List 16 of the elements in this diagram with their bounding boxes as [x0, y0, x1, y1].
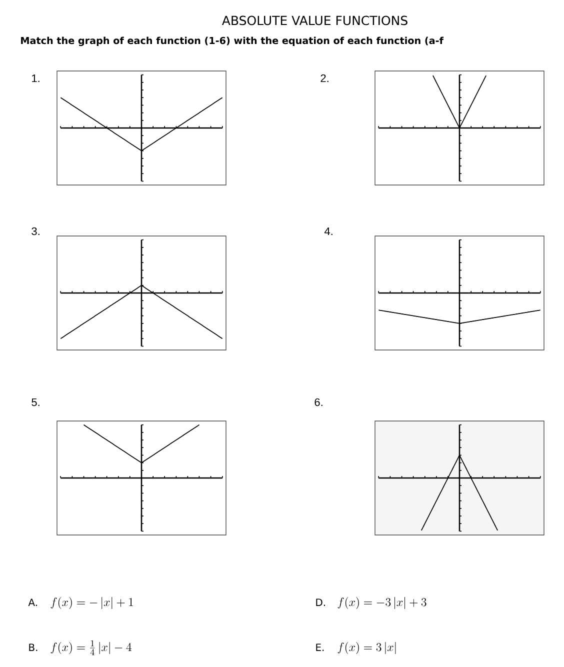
equation: $f(x)=-3\left|x\right|+3$ [338, 597, 426, 610]
equation: $f(x)=\frac{1}{4}\left|x\right|-4$ [50, 640, 132, 656]
equation: $f(x)=3\left|x\right|$ [338, 642, 396, 654]
option-letter: E. [316, 644, 324, 651]
graph-number: 6. [314, 398, 322, 406]
option-letter: D. [316, 598, 325, 606]
graph-number: 1. [32, 74, 40, 82]
graph-number: 3. [32, 227, 40, 236]
graph-number: 2. [320, 74, 328, 82]
instructions: Match the graph of each function (1-6) with the equation of each function (a-f [21, 36, 444, 46]
graph-number: 5. [32, 398, 40, 406]
option-letter: B. [29, 644, 38, 651]
title: ABSOLUTE VALUE FUNCTIONS [222, 16, 408, 26]
option-letter: A. [28, 598, 37, 606]
equation: $f(x)=-\left|x\right|+1$ [50, 597, 133, 610]
graph-number: 4. [324, 227, 332, 235]
